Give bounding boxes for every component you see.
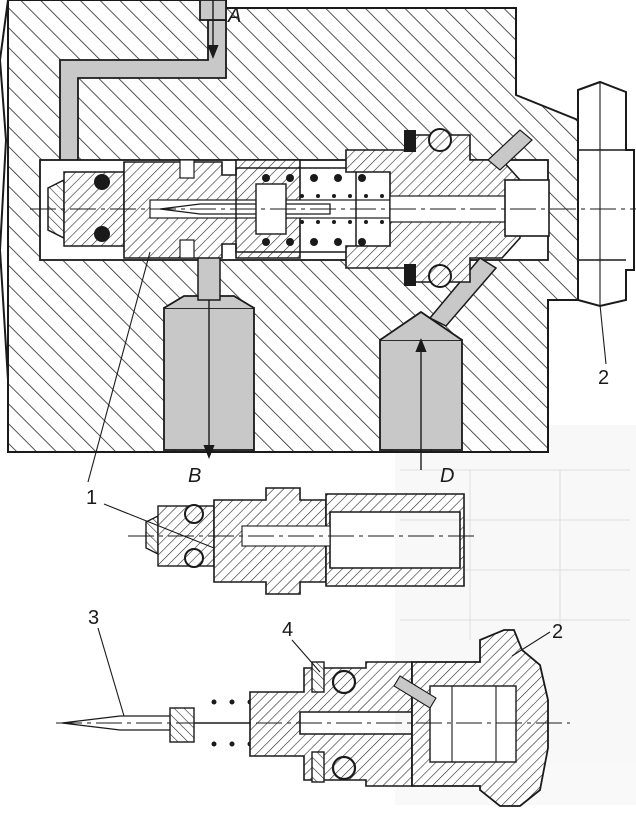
housing-left-edge [0,0,9,381]
piston-retainer-top [404,130,416,152]
spring-sleeve [235,167,357,253]
piston-o-ring-bottom [428,264,452,288]
outlet-channel-b [197,254,221,301]
detail-seat-o-ring-bottom [184,548,204,568]
leader-lines [87,251,607,717]
detail-seat-o-ring-top [184,504,204,524]
detail-piston-retainer-bottom [311,751,325,783]
end-plug [504,179,550,237]
left-o-ring-top [94,174,110,190]
detail-piston-o-ring-bottom [331,755,357,781]
piston-retainer-bottom [404,264,416,286]
outlet-bore-d-cone [379,310,463,341]
detail-piston-retainer-top [311,661,325,693]
valve-seat-port-top [179,159,195,179]
leader-2-detail [511,631,551,657]
detail-needle-clip [169,707,195,743]
port-label-d: D [440,465,454,487]
callout-4: 4 [282,619,293,641]
port-label-b: B [188,465,201,487]
detail-seat-tube [325,493,465,587]
detail-piston-o-ring-top [331,669,357,695]
piston-cross-channel [487,129,533,171]
port-label-a: A [227,5,241,27]
detail-cap-cross-channel [393,675,437,709]
leader-2-main [599,304,607,365]
piston-o-ring-top [428,128,452,152]
callout-3: 3 [88,607,99,629]
callout-2-main: 2 [598,367,609,389]
valve-internals [30,80,636,308]
hex-nut [577,80,635,308]
leader-1-detail [103,503,215,549]
detail-cap-bore [429,685,517,763]
labels: A B D 1 2 2 3 4 [86,5,609,643]
leader-3 [97,627,125,717]
detail-piston-body [249,661,413,787]
detail-valve-seat [128,487,478,595]
detail-piston-assembly [56,629,570,807]
valve-seat-port-bottom [179,239,195,259]
callout-2-detail: 2 [552,621,563,643]
spring-coils [262,174,384,246]
leader-1-main [87,251,151,483]
callout-1: 1 [86,487,97,509]
left-o-ring-bottom [94,226,110,242]
leader-4 [291,639,321,673]
